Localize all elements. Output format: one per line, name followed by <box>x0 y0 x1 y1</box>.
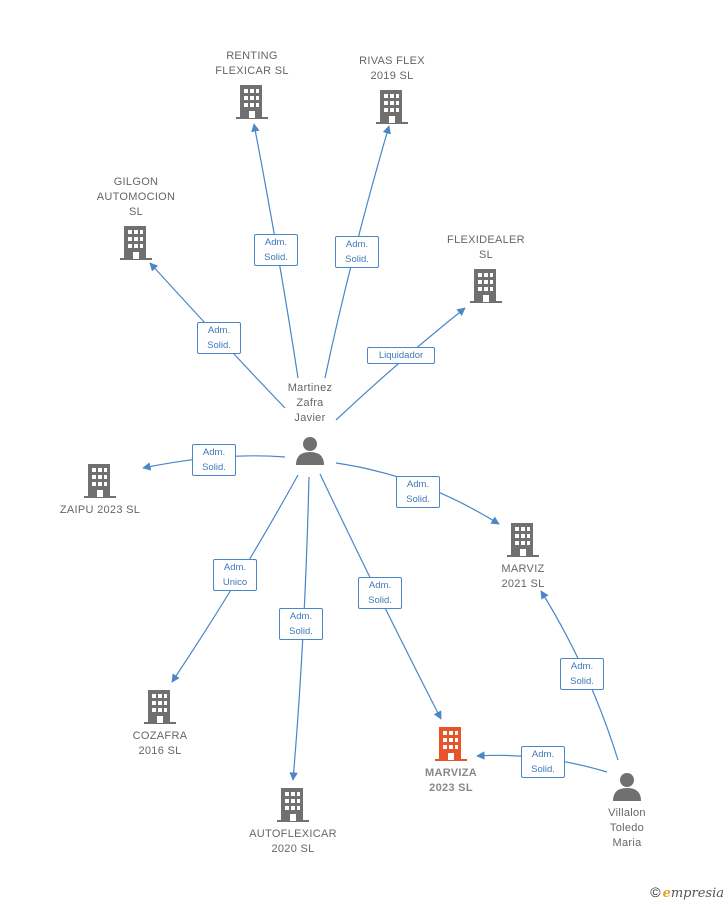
copyright-icon: © <box>650 884 661 900</box>
edge-label-zaipu: Adm. Solid. <box>192 444 236 476</box>
node-label: RIVAS FLEX 2019 SL <box>359 55 425 82</box>
person-icon <box>613 773 641 801</box>
brand-name: mpresia <box>670 886 724 901</box>
edge-label-gilgon: Adm. Solid. <box>197 322 241 354</box>
building-icon <box>120 226 152 260</box>
node-label: MARVIZ 2021 SL <box>501 563 545 590</box>
node-marviz-2021[interactable]: MARVIZ 2021 SL <box>453 522 593 592</box>
edge-label-marviza: Adm. Solid. <box>358 577 402 609</box>
node-label: Villalon Toledo Maria <box>608 807 646 849</box>
node-villalon-toledo-maria[interactable]: Villalon Toledo Maria <box>557 772 697 851</box>
building-icon <box>84 464 116 498</box>
node-autoflexicar-2020[interactable]: AUTOFLEXICAR 2020 SL <box>223 787 363 857</box>
person-icon <box>296 437 324 465</box>
node-label: Martinez Zafra Javier <box>287 382 333 424</box>
building-icon <box>376 90 408 124</box>
edge-label-renting: Adm. Solid. <box>254 234 298 266</box>
edge-label-marviz2021: Adm. Solid. <box>396 476 440 508</box>
node-label: MARVIZA 2023 SL <box>424 767 477 794</box>
node-renting-flexicar[interactable]: RENTING FLEXICAR SL <box>182 49 322 120</box>
edge-label-autoflexicar: Adm. Solid. <box>279 608 323 640</box>
node-gilgon-automocion[interactable]: GILGON AUTOMOCION SL <box>66 175 206 261</box>
node-zaipu-2023[interactable]: ZAIPU 2023 SL <box>30 463 170 518</box>
node-marviza-2023[interactable]: MARVIZA 2023 SL <box>381 726 521 796</box>
building-icon <box>144 690 176 724</box>
brand-e: e <box>662 886 671 901</box>
node-cozafra-2016[interactable]: COZAFRA 2016 SL <box>90 689 230 759</box>
building-icon <box>236 85 268 119</box>
edge-label-flexidealer: Liquidador <box>367 347 435 364</box>
node-label: RENTING FLEXICAR SL <box>215 50 289 77</box>
building-icon <box>507 523 539 557</box>
brand-logo: ©empresia <box>650 884 724 901</box>
edge-label-cozafra: Adm. Unico <box>213 559 257 591</box>
edge-label-rivas: Adm. Solid. <box>335 236 379 268</box>
building-icon <box>435 727 467 761</box>
edge-label-villalon-marviz2021: Adm. Solid. <box>560 658 604 690</box>
node-martinez-zafra-javier[interactable]: Martinez Zafra Javier <box>240 381 380 466</box>
edge-label-villalon-marviza: Adm. Solid. <box>521 746 565 778</box>
node-label: COZAFRA 2016 SL <box>132 730 188 757</box>
node-label: FLEXIDEALER SL <box>447 234 525 261</box>
node-rivas-flex[interactable]: RIVAS FLEX 2019 SL <box>322 54 462 125</box>
node-label: AUTOFLEXICAR 2020 SL <box>249 828 337 855</box>
building-icon <box>277 788 309 822</box>
node-label: ZAIPU 2023 SL <box>59 504 141 516</box>
node-flexidealer[interactable]: FLEXIDEALER SL <box>416 233 556 304</box>
building-icon <box>470 269 502 303</box>
node-label: GILGON AUTOMOCION SL <box>96 176 176 218</box>
